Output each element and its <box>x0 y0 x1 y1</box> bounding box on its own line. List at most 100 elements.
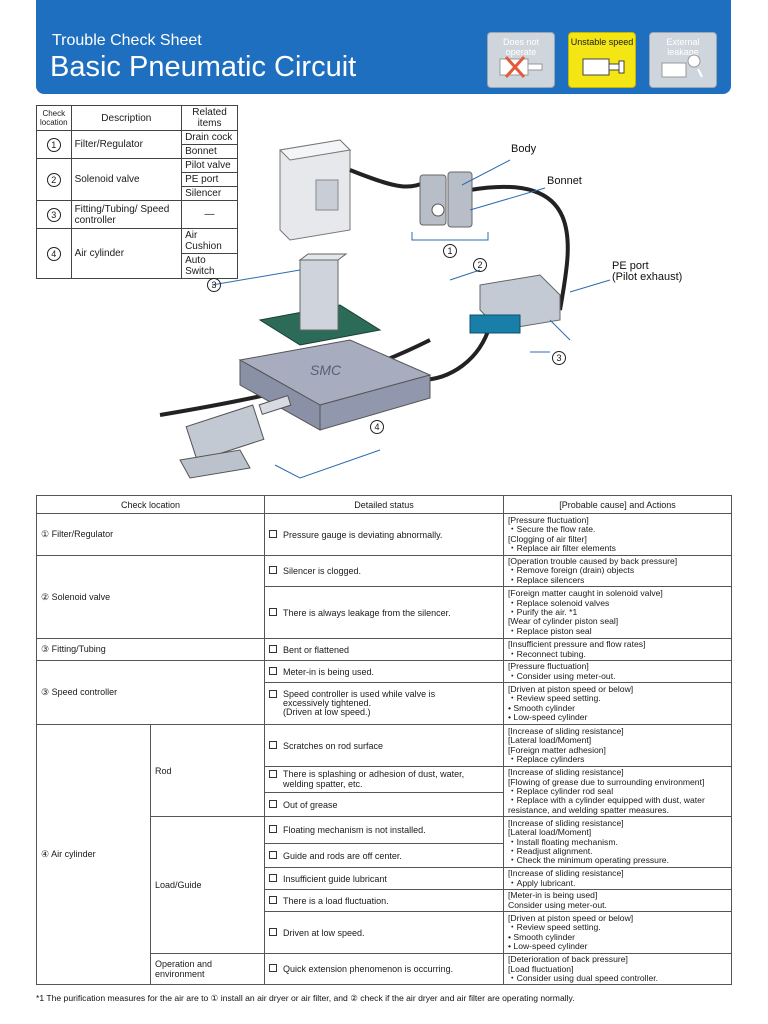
label-bonnet: Bonnet <box>547 175 582 187</box>
solenoid-valve <box>469 274 561 334</box>
status-text: Silencer is clogged. <box>283 566 362 577</box>
status-row: There is splashing or adhesion of dust, … <box>264 766 505 794</box>
sublocation-load-guide: Load/Guide <box>149 816 266 955</box>
checkbox[interactable] <box>269 689 278 698</box>
action-cell: [Pressure fluctuation]・Secure the flow r… <box>503 513 733 556</box>
status-row: Bent or flattened <box>264 638 505 662</box>
badge-label: Does not operate <box>502 37 540 57</box>
action-cell: [Increase of sliding resistance][Lateral… <box>503 724 733 768</box>
status-row: There is a load fluctuation. <box>264 889 505 913</box>
trouble-check-table: Check location Detailed status [Probable… <box>35 495 733 986</box>
actuator-slide-table: SMC <box>238 253 432 431</box>
status-text: There is a load fluctuation. <box>283 895 389 906</box>
location-description: Air cylinder <box>70 228 183 279</box>
status-text: There is always leakage from the silence… <box>283 607 451 618</box>
checkbox[interactable] <box>269 666 278 675</box>
status-row: Guide and rods are off center. <box>264 843 505 869</box>
air-dryer-unit <box>278 139 352 241</box>
status-row: There is always leakage from the silence… <box>264 586 505 640</box>
badge-label: External leakage <box>666 37 700 57</box>
header-check-location: Check location <box>35 495 266 514</box>
checkbox[interactable] <box>269 873 278 882</box>
header-description: Description <box>70 105 183 131</box>
location-description: Solenoid valve <box>70 158 183 201</box>
action-cell: [Operation trouble caused by back pressu… <box>503 554 733 588</box>
action-cell: [Increase of sliding resistance]・Apply l… <box>503 867 733 891</box>
checkbox[interactable] <box>269 607 278 616</box>
location-air-cylinder: ④ Air cylinder <box>36 724 151 986</box>
smc-logo: SMC <box>310 362 342 378</box>
status-row: Out of grease <box>264 792 505 818</box>
action-cell: [Increase of sliding resistance][Flowing… <box>503 766 733 818</box>
checkbox[interactable] <box>269 566 278 575</box>
checkbox[interactable] <box>269 825 278 834</box>
status-row: Pressure gauge is deviating abnormally. <box>264 513 505 556</box>
checkbox[interactable] <box>269 529 278 538</box>
checkbox[interactable] <box>269 799 278 808</box>
action-cell: [Driven at piston speed or below]・Review… <box>503 682 733 726</box>
label-body: Body <box>511 143 537 155</box>
checkbox[interactable] <box>269 644 278 653</box>
checkbox[interactable] <box>269 895 278 904</box>
location-number: 1 <box>36 130 72 159</box>
label-pe-port-sub: (Pilot exhaust) <box>612 271 683 283</box>
status-text: Pressure gauge is deviating abnormally. <box>283 529 443 540</box>
status-text: Quick extension phenomenon is occurring. <box>283 964 454 975</box>
checkbox[interactable] <box>269 964 278 973</box>
checkbox[interactable] <box>269 740 278 749</box>
status-row: Scratches on rod surface <box>264 724 505 768</box>
status-text: Guide and rods are off center. <box>283 850 402 861</box>
status-text: Scratches on rod surface <box>283 740 384 751</box>
action-cell: [Meter-in is being used]Consider using m… <box>503 889 733 913</box>
sublocation-rod: Rod <box>149 724 266 818</box>
location-number: 3 <box>36 200 72 229</box>
badge-label: Unstable speed <box>570 37 634 47</box>
action-cell: [Deterioration of back pressure][Load fl… <box>503 953 733 986</box>
label-marker-4: 4 <box>370 420 384 434</box>
location-speed-controller: ③ Speed controller <box>35 660 266 726</box>
action-cell: [Foreign matter caught in solenoid valve… <box>503 586 733 640</box>
leakage-icon <box>661 54 703 78</box>
status-text: Floating mechanism is not installed. <box>283 825 426 836</box>
status-row: Meter-in is being used. <box>264 660 505 684</box>
header-detailed-status: Detailed status <box>264 495 505 514</box>
action-cell: [Pressure fluctuation]・Consider using me… <box>503 660 733 684</box>
label-marker-2: 2 <box>473 258 487 272</box>
status-text: Driven at low speed. <box>283 927 365 938</box>
action-cell: [Increase of sliding resistance][Lateral… <box>503 816 733 869</box>
cylinder-stopped-icon <box>499 55 543 79</box>
status-text: Meter-in is being used. <box>283 666 375 677</box>
badge-does-not-operate: Does not operate <box>487 32 555 88</box>
checkbox[interactable] <box>269 850 278 859</box>
label-marker-3: 3 <box>552 351 566 365</box>
header-causes-actions: [Probable cause] and Actions <box>503 495 733 514</box>
header-check-location: Check location <box>36 105 72 131</box>
check-location-table: Check location Description Related items… <box>36 105 238 279</box>
status-row: Insufficient guide lubricant <box>264 867 505 891</box>
related-item: — <box>181 200 238 229</box>
checkbox[interactable] <box>269 770 278 779</box>
location-fitting-tubing: ③ Fitting/Tubing <box>35 638 266 662</box>
label-marker-3: 3 <box>207 278 221 292</box>
location-number: 4 <box>36 228 72 279</box>
label-marker-1: 1 <box>443 244 457 258</box>
action-cell: [Driven at piston speed or below]・Review… <box>503 911 733 955</box>
cylinder-speed-icon <box>582 58 625 76</box>
circuit-diagram: SMC <box>159 139 611 479</box>
status-row: Silencer is clogged. <box>264 554 505 588</box>
status-text: Insufficient guide lubricant <box>283 873 387 884</box>
checkbox[interactable] <box>269 927 278 936</box>
status-text: There is splashing or adhesion of dust, … <box>283 769 465 789</box>
status-text: Bent or flattened <box>283 644 350 655</box>
header-related-items: Related items <box>181 105 238 131</box>
label-pe-port: PE port <box>612 260 649 272</box>
footnote: *1 The purification measures for the air… <box>36 993 575 1003</box>
related-item: Auto Switch <box>181 253 238 279</box>
air-cylinder <box>179 394 292 479</box>
header-title: Basic Pneumatic Circuit <box>50 51 357 83</box>
status-text: Out of grease <box>283 799 338 810</box>
header-banner: Trouble Check Sheet Basic Pneumatic Circ… <box>36 0 731 94</box>
